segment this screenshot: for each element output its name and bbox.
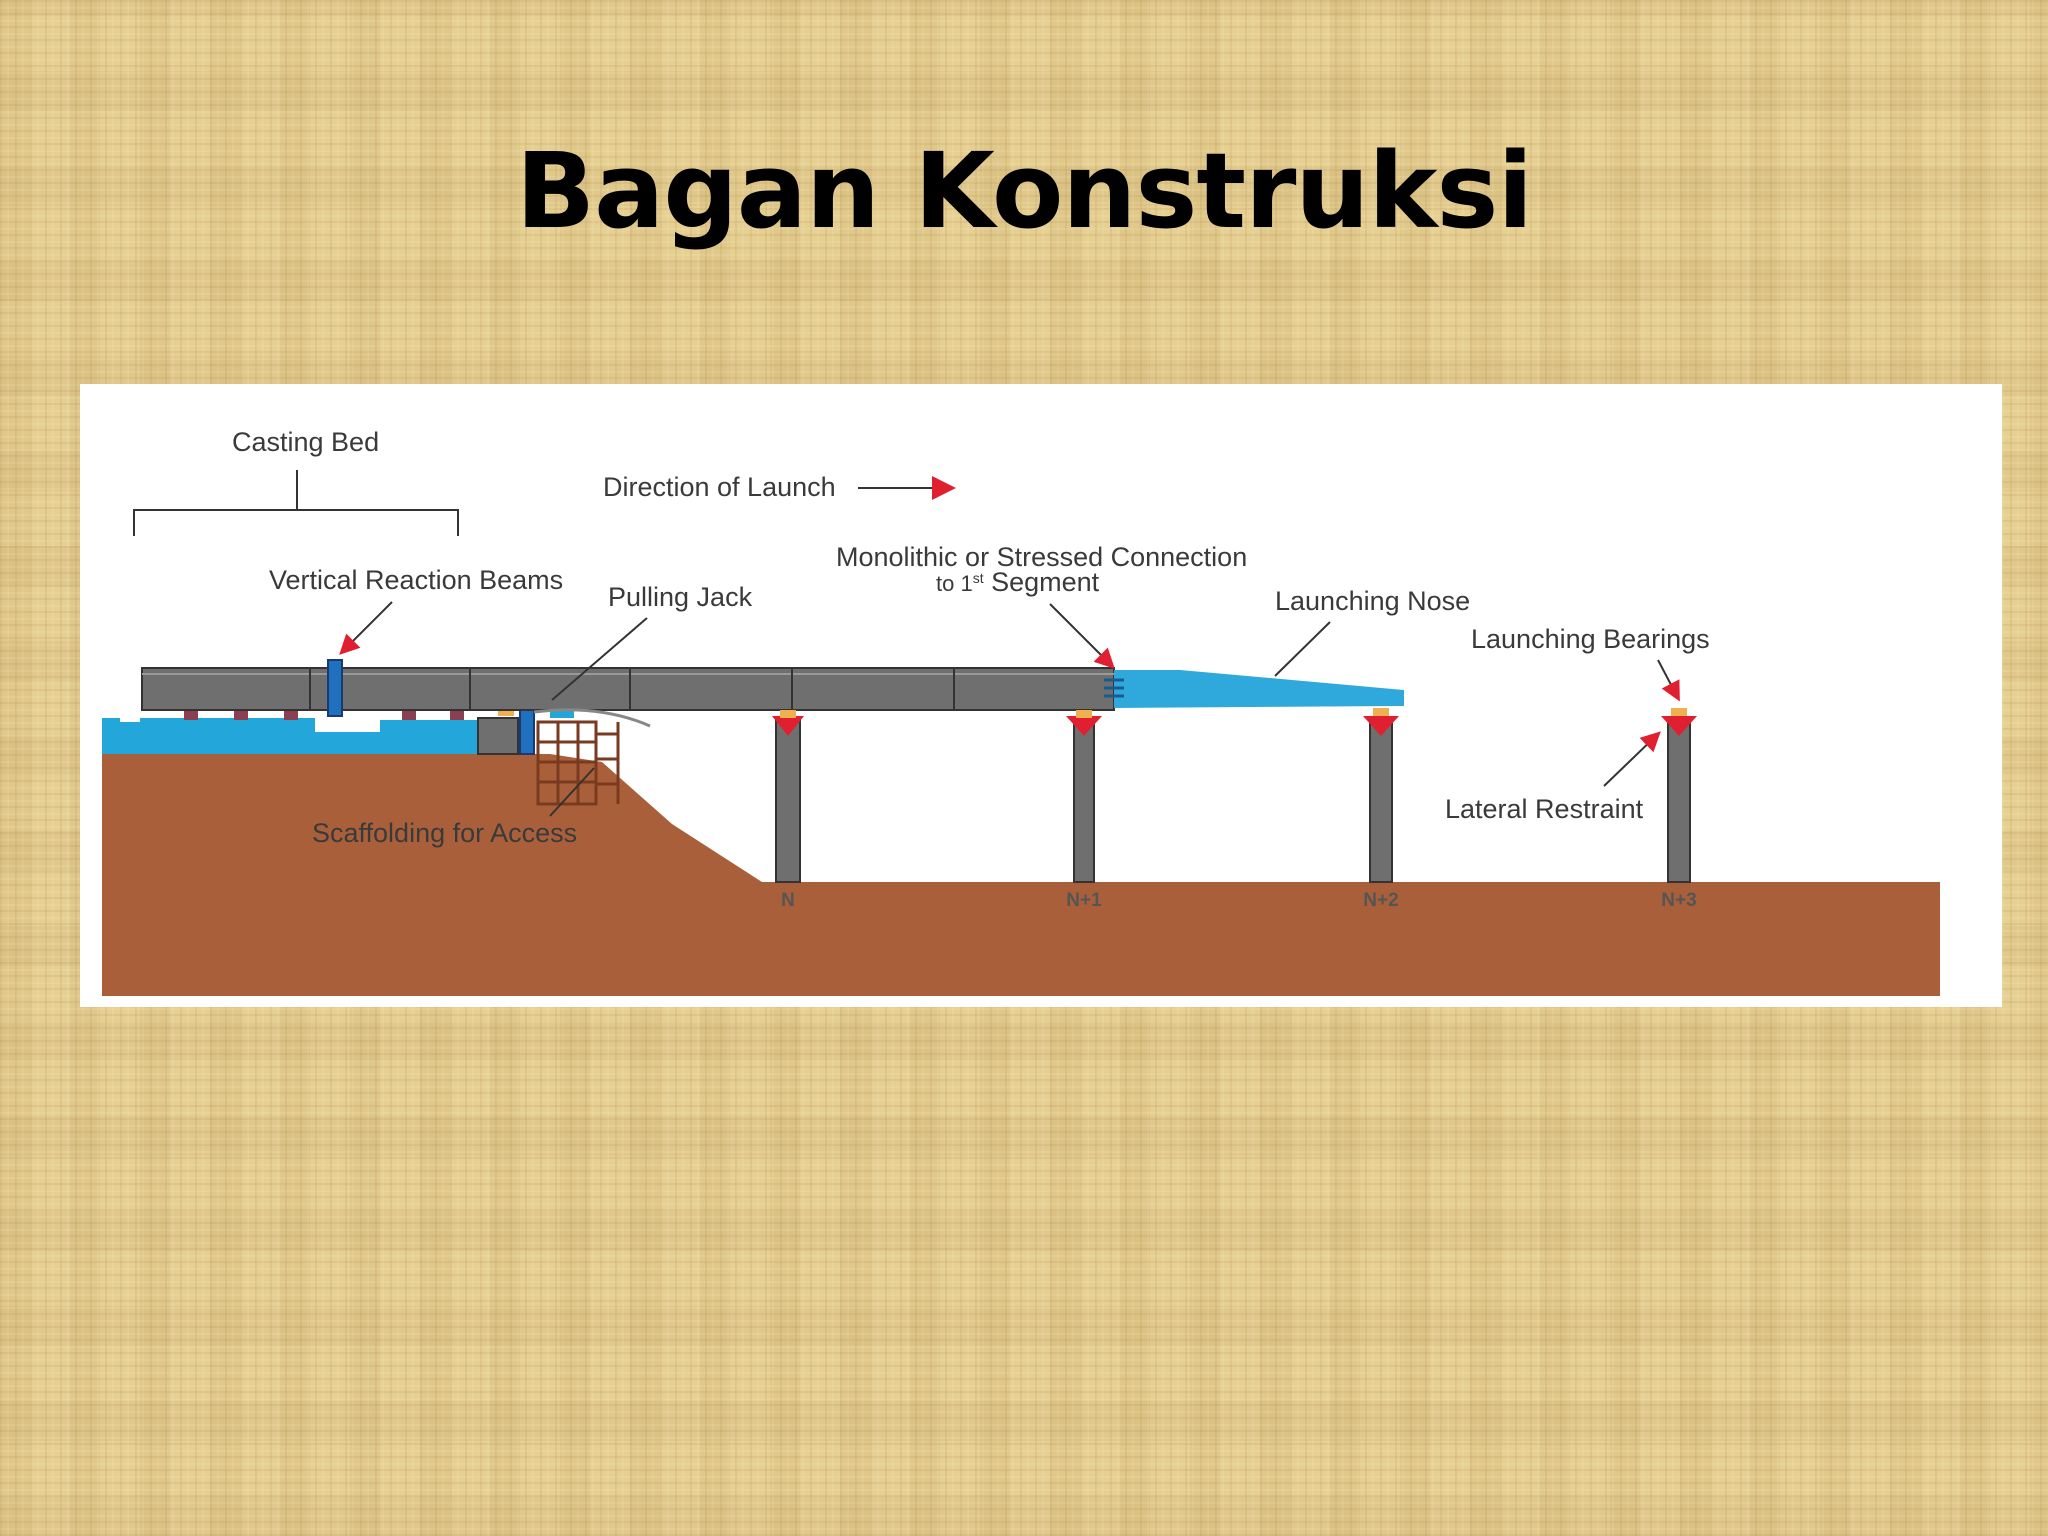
launching-nose-leader: [1274, 621, 1331, 677]
direction-of-launch-label: Direction of Launch: [603, 472, 836, 502]
connection-label-prefix: to 1: [936, 571, 973, 596]
jack-pad: [550, 708, 574, 718]
casting-bed-label: Casting Bed: [232, 427, 379, 457]
connection-label-sup: st: [973, 570, 984, 586]
pier-label-n: N: [781, 890, 795, 911]
pier-n3: [1661, 708, 1697, 883]
pier-n1: [1066, 710, 1102, 883]
scaffolding-leader: [549, 767, 595, 817]
launching-nose-label: Launching Nose: [1275, 586, 1470, 616]
pulling-jack: [519, 709, 535, 755]
vertical-reaction-beams-leader: [339, 601, 393, 655]
lateral-restraint-leader: [1603, 731, 1661, 787]
vertical-reaction-beam: [327, 659, 343, 717]
construction-diagram: N N+1 N+2 N+3 Casting Bed Direction of L…: [102, 427, 1940, 996]
casting-bed-bracket: [133, 470, 459, 536]
pier-label-n1: N+1: [1066, 890, 1102, 911]
direction-arrow-head: [932, 476, 956, 500]
pier-label-n3: N+3: [1661, 890, 1696, 911]
abutment-block: [477, 717, 519, 755]
casting-bed-pads: [184, 710, 464, 720]
vertical-reaction-beams-label: Vertical Reaction Beams: [269, 565, 563, 595]
lateral-restraint-label: Lateral Restraint: [1445, 794, 1644, 824]
connection-label-line2: to 1st Segment: [936, 567, 1100, 597]
pier-n2: [1363, 708, 1399, 883]
pulling-jack-label: Pulling Jack: [608, 582, 753, 612]
connection-leader: [1049, 603, 1115, 669]
water: [102, 718, 500, 754]
scaffolding: [536, 720, 620, 806]
launching-bearings-leader: [1657, 659, 1680, 702]
girder: [141, 667, 1115, 711]
pier-n: [772, 710, 804, 883]
connection-label-line1: Monolithic or Stressed Connection: [836, 542, 1247, 572]
diagram-panel: N N+1 N+2 N+3 Casting Bed Direction of L…: [80, 384, 2002, 1007]
connection-label-suffix: Segment: [984, 567, 1100, 597]
pier-label-n2: N+2: [1363, 890, 1398, 911]
ground: [102, 754, 1940, 996]
launching-bearings-label: Launching Bearings: [1471, 624, 1710, 654]
launching-nose: [1114, 670, 1404, 708]
scaffolding-label: Scaffolding for Access: [312, 818, 577, 848]
connection-plates: [1104, 678, 1124, 698]
slide-title: Bagan Konstruksi: [515, 130, 1533, 252]
pulling-tendon: [533, 708, 651, 728]
pulling-jack-leader: [551, 617, 648, 701]
